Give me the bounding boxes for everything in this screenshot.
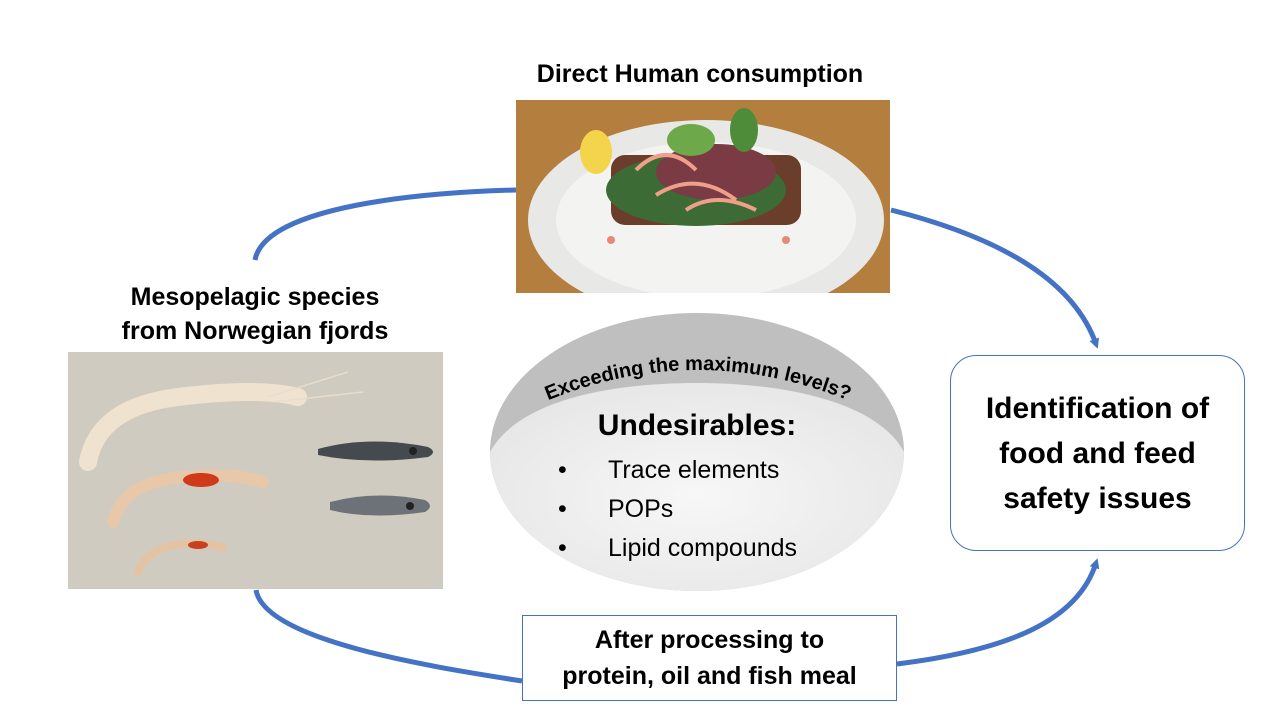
arrow-processing-to-identification (897, 563, 1096, 664)
direct-consumption-title: Direct Human consumption (500, 57, 900, 91)
bullet-icon: • (558, 529, 567, 568)
identification-line3: safety issues (986, 476, 1209, 521)
arrow-consumption-to-identification (891, 210, 1096, 344)
mesopelagic-title: Mesopelagic species from Norwegian fjord… (65, 280, 445, 348)
mesopelagic-photo (68, 352, 443, 589)
list-item-label: POPs (608, 495, 673, 523)
list-item: • Lipid compounds (558, 529, 797, 568)
arrow-mesopelagic-to-processing (256, 590, 522, 681)
mesopelagic-title-line1: Mesopelagic species (65, 280, 445, 314)
mesopelagic-title-line2: from Norwegian fjords (65, 314, 445, 348)
bullet-icon: • (558, 490, 567, 529)
arrow-mesopelagic-to-consumption (255, 190, 516, 260)
identification-line2: food and feed (986, 431, 1209, 476)
undesirables-list: • Trace elements • POPs • Lipid compound… (558, 451, 797, 568)
bullet-icon: • (558, 451, 567, 490)
undesirables-title: Undesirables: (488, 409, 906, 443)
list-item-label: Lipid compounds (608, 534, 797, 562)
processing-line1: After processing to (562, 622, 856, 658)
identification-line1: Identification of (986, 386, 1209, 431)
undesirables-bubble: Exceeding the maximum levels? Undesirabl… (488, 311, 906, 593)
processing-line2: protein, oil and fish meal (562, 658, 856, 694)
processing-box: After processing to protein, oil and fis… (522, 615, 897, 701)
identification-box: Identification of food and feed safety i… (950, 355, 1245, 551)
list-item-label: Trace elements (608, 456, 779, 484)
dish-photo (516, 100, 890, 293)
list-item: • POPs (558, 490, 797, 529)
list-item: • Trace elements (558, 451, 797, 490)
